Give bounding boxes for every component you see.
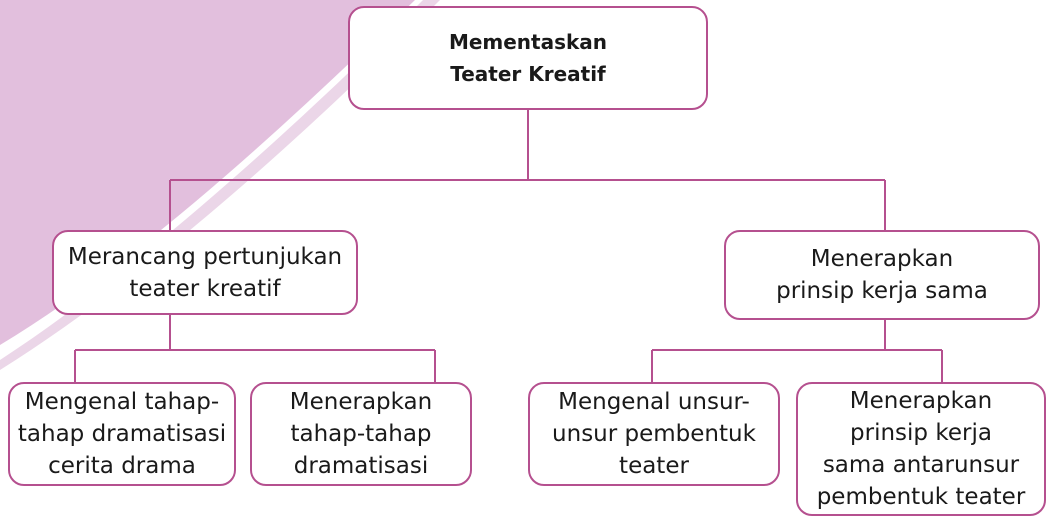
node-mengenal-unsur-label: Mengenal unsur- unsur pembentuk teater [552,389,756,479]
node-mengenal-tahap-label: Mengenal tahap- tahap dramatisasi cerita… [17,389,227,479]
node-menerapkan-tahap-label: Menerapkan tahap-tahap dramatisasi [289,389,433,479]
node-prinsip-antarunsur: Menerapkan prinsip kerja sama antarunsur… [796,382,1046,516]
node-prinsip-antarunsur-label: Menerapkan prinsip kerja sama antarunsur… [816,388,1026,510]
node-mengenal-tahap: Mengenal tahap- tahap dramatisasi cerita… [8,382,236,486]
decor-stripe [0,0,440,370]
node-prinsip-kerja-sama-label: Menerapkan prinsip kerja sama [776,246,988,304]
node-mengenal-unsur: Mengenal unsur- unsur pembentuk teater [528,382,780,486]
node-merancang-pertunjukan: Merancang pertunjukan teater kreatif [52,230,358,315]
root-node: Mementaskan Teater Kreatif [348,6,708,110]
node-menerapkan-tahap: Menerapkan tahap-tahap dramatisasi [250,382,472,486]
root-node-label: Mementaskan Teater Kreatif [448,30,608,86]
node-prinsip-kerja-sama: Menerapkan prinsip kerja sama [724,230,1040,320]
node-merancang-pertunjukan-label: Merancang pertunjukan teater kreatif [67,243,343,302]
